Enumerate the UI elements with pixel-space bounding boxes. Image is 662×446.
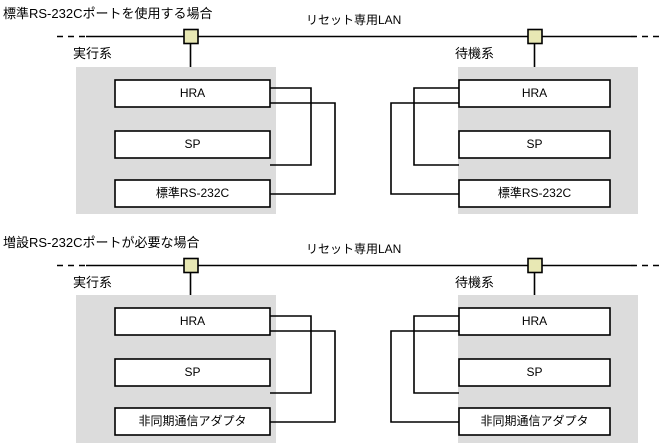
link-hra-serial-left-2: [270, 330, 336, 423]
box-hra-left-1: [114, 79, 271, 108]
box-sp-left-2: [114, 358, 271, 387]
box-label-hra-left-1: HRA: [179, 86, 206, 100]
box-label-hra-left-2: HRA: [179, 314, 206, 328]
box-label-sp-right-2: SP: [526, 365, 543, 379]
link-hra-sp-right-1: [413, 87, 459, 166]
lan-tap-right-2: [527, 257, 543, 274]
box-serial-right-1: [458, 179, 611, 208]
lan-tap-right-1: [527, 28, 543, 45]
link-hra-serial-right-1: [390, 102, 459, 195]
box-label-sp-left-1: SP: [184, 137, 201, 151]
box-sp-right-1: [458, 130, 611, 159]
box-label-serial-right-1: 標準RS-232C: [497, 186, 572, 200]
link-hra-sp-left-2: [270, 315, 312, 394]
box-adapter-right-2: [458, 407, 611, 436]
box-hra-right-1: [458, 79, 611, 108]
panel-label-standby-2: 待機系: [455, 275, 495, 290]
section-1-graphics: [57, 28, 662, 214]
box-label-adapter-left-2: 非同期通信アダプタ: [138, 414, 247, 428]
link-hra-serial-left-1: [270, 102, 336, 195]
box-serial-left-1: [114, 179, 271, 208]
box-label-sp-right-1: SP: [526, 137, 543, 151]
link-hra-sp-left-1: [270, 87, 312, 166]
lan-label-2: リセット専用LAN: [306, 242, 402, 256]
lan-tap-left-2: [183, 257, 199, 274]
link-hra-sp-right-2: [413, 315, 459, 394]
box-label-serial-left-1: 標準RS-232C: [155, 186, 230, 200]
panel-label-standby-1: 待機系: [455, 46, 495, 61]
box-label-adapter-right-2: 非同期通信アダプタ: [480, 414, 589, 428]
box-sp-right-2: [458, 358, 611, 387]
box-label-hra-right-1: HRA: [521, 86, 548, 100]
section-title-expansion: 増設RS-232Cポートが必要な場合: [3, 235, 200, 250]
panel-label-active-1: 実行系: [73, 46, 113, 61]
link-hra-serial-right-2: [390, 330, 459, 423]
section-2-graphics: [57, 257, 662, 443]
box-sp-left-1: [114, 130, 271, 159]
box-label-sp-left-2: SP: [184, 365, 201, 379]
lan-label-1: リセット専用LAN: [306, 13, 402, 27]
lan-tap-left-1: [183, 28, 199, 45]
box-hra-left-2: [114, 307, 271, 336]
box-hra-right-2: [458, 307, 611, 336]
box-label-hra-right-2: HRA: [521, 314, 548, 328]
section-title-standard: 標準RS-232Cポートを使用する場合: [3, 6, 213, 21]
box-adapter-left-2: [114, 407, 271, 436]
panel-label-active-2: 実行系: [73, 275, 113, 290]
